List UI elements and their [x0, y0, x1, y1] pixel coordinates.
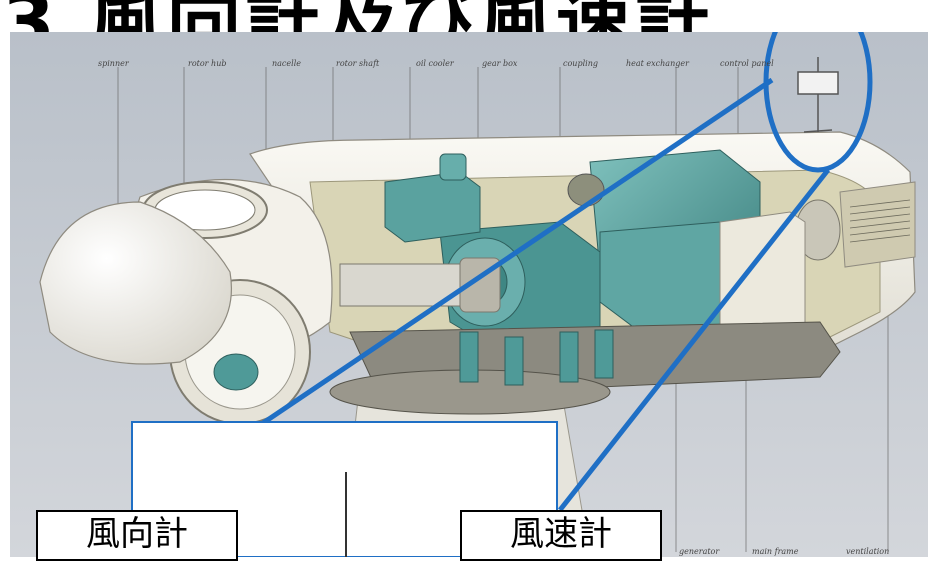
oil-cooler [384, 171, 481, 243]
wind-vane-callout: 風向計 [36, 510, 238, 561]
spinner [39, 201, 232, 365]
heat-exchanger-fan [567, 173, 605, 207]
label-main-frame: main frame [752, 547, 799, 556]
anemometer-leader-line [558, 168, 830, 512]
label-spinner: spinner [98, 59, 129, 68]
pitch-motor [213, 353, 259, 391]
rotor-shaft [339, 263, 461, 307]
page-title: 3.風向計及び風速計 [2, 0, 712, 32]
label-gear-box: gear box [482, 59, 518, 68]
oil-cooler-cap [439, 153, 467, 181]
label-rotor-shaft: rotor shaft [336, 59, 380, 68]
wind-turbine-nacelle-figure: spinner rotor hub nacelle rotor shaft oi… [0, 32, 938, 561]
nacelle-illustration [10, 32, 928, 557]
anemometer-mast [797, 57, 839, 133]
label-nacelle: nacelle [272, 59, 301, 68]
label-control-panel: control panel [720, 59, 774, 68]
title-strip: 3.風向計及び風速計 [0, 0, 938, 32]
label-heat-exchanger: heat exchanger [626, 59, 689, 68]
label-oil-cooler: oil cooler [416, 59, 454, 68]
label-ventilation: ventilation [846, 547, 890, 556]
label-rotor-hub: rotor hub [188, 59, 227, 68]
label-coupling: coupling [563, 59, 598, 68]
ventilation-grille [795, 181, 916, 268]
yaw-drives [459, 329, 614, 386]
label-generator: generator [679, 547, 720, 556]
label-leaders [117, 67, 889, 552]
anemometer-callout: 風速計 [460, 510, 662, 561]
